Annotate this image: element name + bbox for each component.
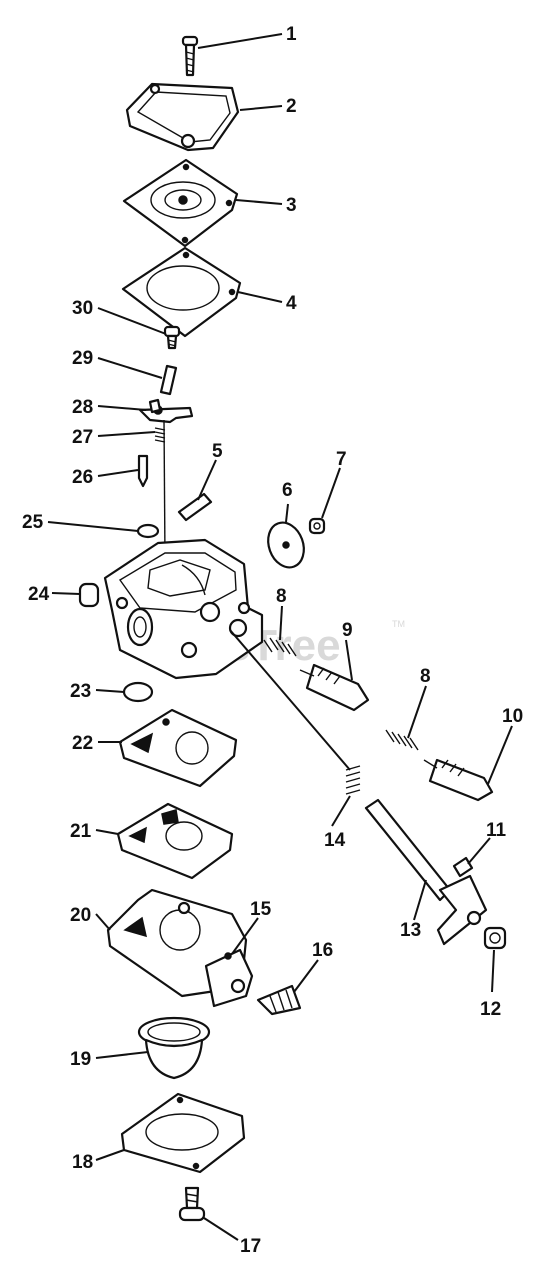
- part-12-nut: [483, 926, 507, 950]
- part-3-diaphragm: [122, 158, 239, 248]
- callout-10: 10: [502, 706, 523, 727]
- callout-8-upper: 8: [276, 586, 287, 607]
- part-13-shaft: [364, 798, 488, 946]
- part-20-pump-cover: [106, 888, 254, 1008]
- part-17-screw: [178, 1186, 206, 1222]
- callout-4: 4: [286, 293, 297, 314]
- callout-labels: 1 2 3 4 30 29 28 27 26 5 6 7 25 24 8 9 8…: [22, 24, 523, 1257]
- part-24-plug: [78, 582, 100, 608]
- callout-2: 2: [286, 96, 297, 117]
- watermark-tm: TM: [392, 619, 405, 629]
- part-30-screw: [163, 325, 181, 350]
- callout-12: 12: [480, 999, 501, 1020]
- callout-26: 26: [72, 467, 93, 488]
- part-22-gasket: [118, 708, 238, 788]
- leader-lines: [47, 33, 513, 1241]
- callout-14: 14: [324, 830, 346, 851]
- callout-1: 1: [286, 24, 297, 45]
- part-8-spring-lower: [385, 729, 419, 751]
- callout-22: 22: [72, 733, 93, 754]
- callout-8-lower: 8: [420, 666, 431, 687]
- callout-18: 18: [72, 1152, 93, 1173]
- part-7-screw: [308, 517, 326, 535]
- part-27-spring: [154, 419, 166, 561]
- part-4-gasket: [121, 246, 242, 338]
- callout-11: 11: [486, 820, 507, 841]
- callout-24: 24: [28, 584, 50, 605]
- part-16-spring: [256, 984, 302, 1016]
- part-25-clip: [136, 523, 160, 539]
- part-29-pin: [159, 364, 178, 396]
- part-21-diaphragm: [116, 802, 234, 880]
- part-19-cup: [137, 1016, 211, 1080]
- callout-5: 5: [212, 441, 223, 462]
- callout-16: 16: [312, 940, 333, 961]
- callout-19: 19: [70, 1049, 91, 1070]
- callout-3: 3: [286, 195, 297, 216]
- part-8-spring-upper: [263, 637, 297, 657]
- part-5-pin: [177, 492, 213, 522]
- callout-7: 7: [336, 449, 347, 470]
- part-23-button: [122, 681, 154, 703]
- carburetor-body: [103, 538, 264, 680]
- part-11-clip: [452, 856, 474, 878]
- part-10-screw: [423, 758, 494, 802]
- callout-28: 28: [72, 397, 93, 418]
- part-26-needle: [137, 454, 149, 488]
- callout-6: 6: [282, 480, 293, 501]
- callout-23: 23: [70, 681, 91, 702]
- part-1-screw: [181, 35, 199, 77]
- callout-25: 25: [22, 512, 44, 533]
- callout-30: 30: [72, 298, 93, 319]
- callout-20: 20: [70, 905, 91, 926]
- callout-15: 15: [250, 899, 272, 920]
- callout-13: 13: [400, 920, 421, 941]
- part-18-gasket: [120, 1092, 246, 1174]
- part-14-spring: [229, 629, 361, 795]
- part-2-cover: [125, 82, 240, 152]
- callout-9: 9: [342, 620, 353, 641]
- part-28-lever: [138, 398, 194, 424]
- callout-27: 27: [72, 427, 93, 448]
- part-9-screw: [299, 663, 370, 712]
- callout-17: 17: [240, 1236, 261, 1257]
- part-6-disc: [267, 521, 305, 569]
- callout-21: 21: [70, 821, 92, 842]
- callout-29: 29: [72, 348, 93, 369]
